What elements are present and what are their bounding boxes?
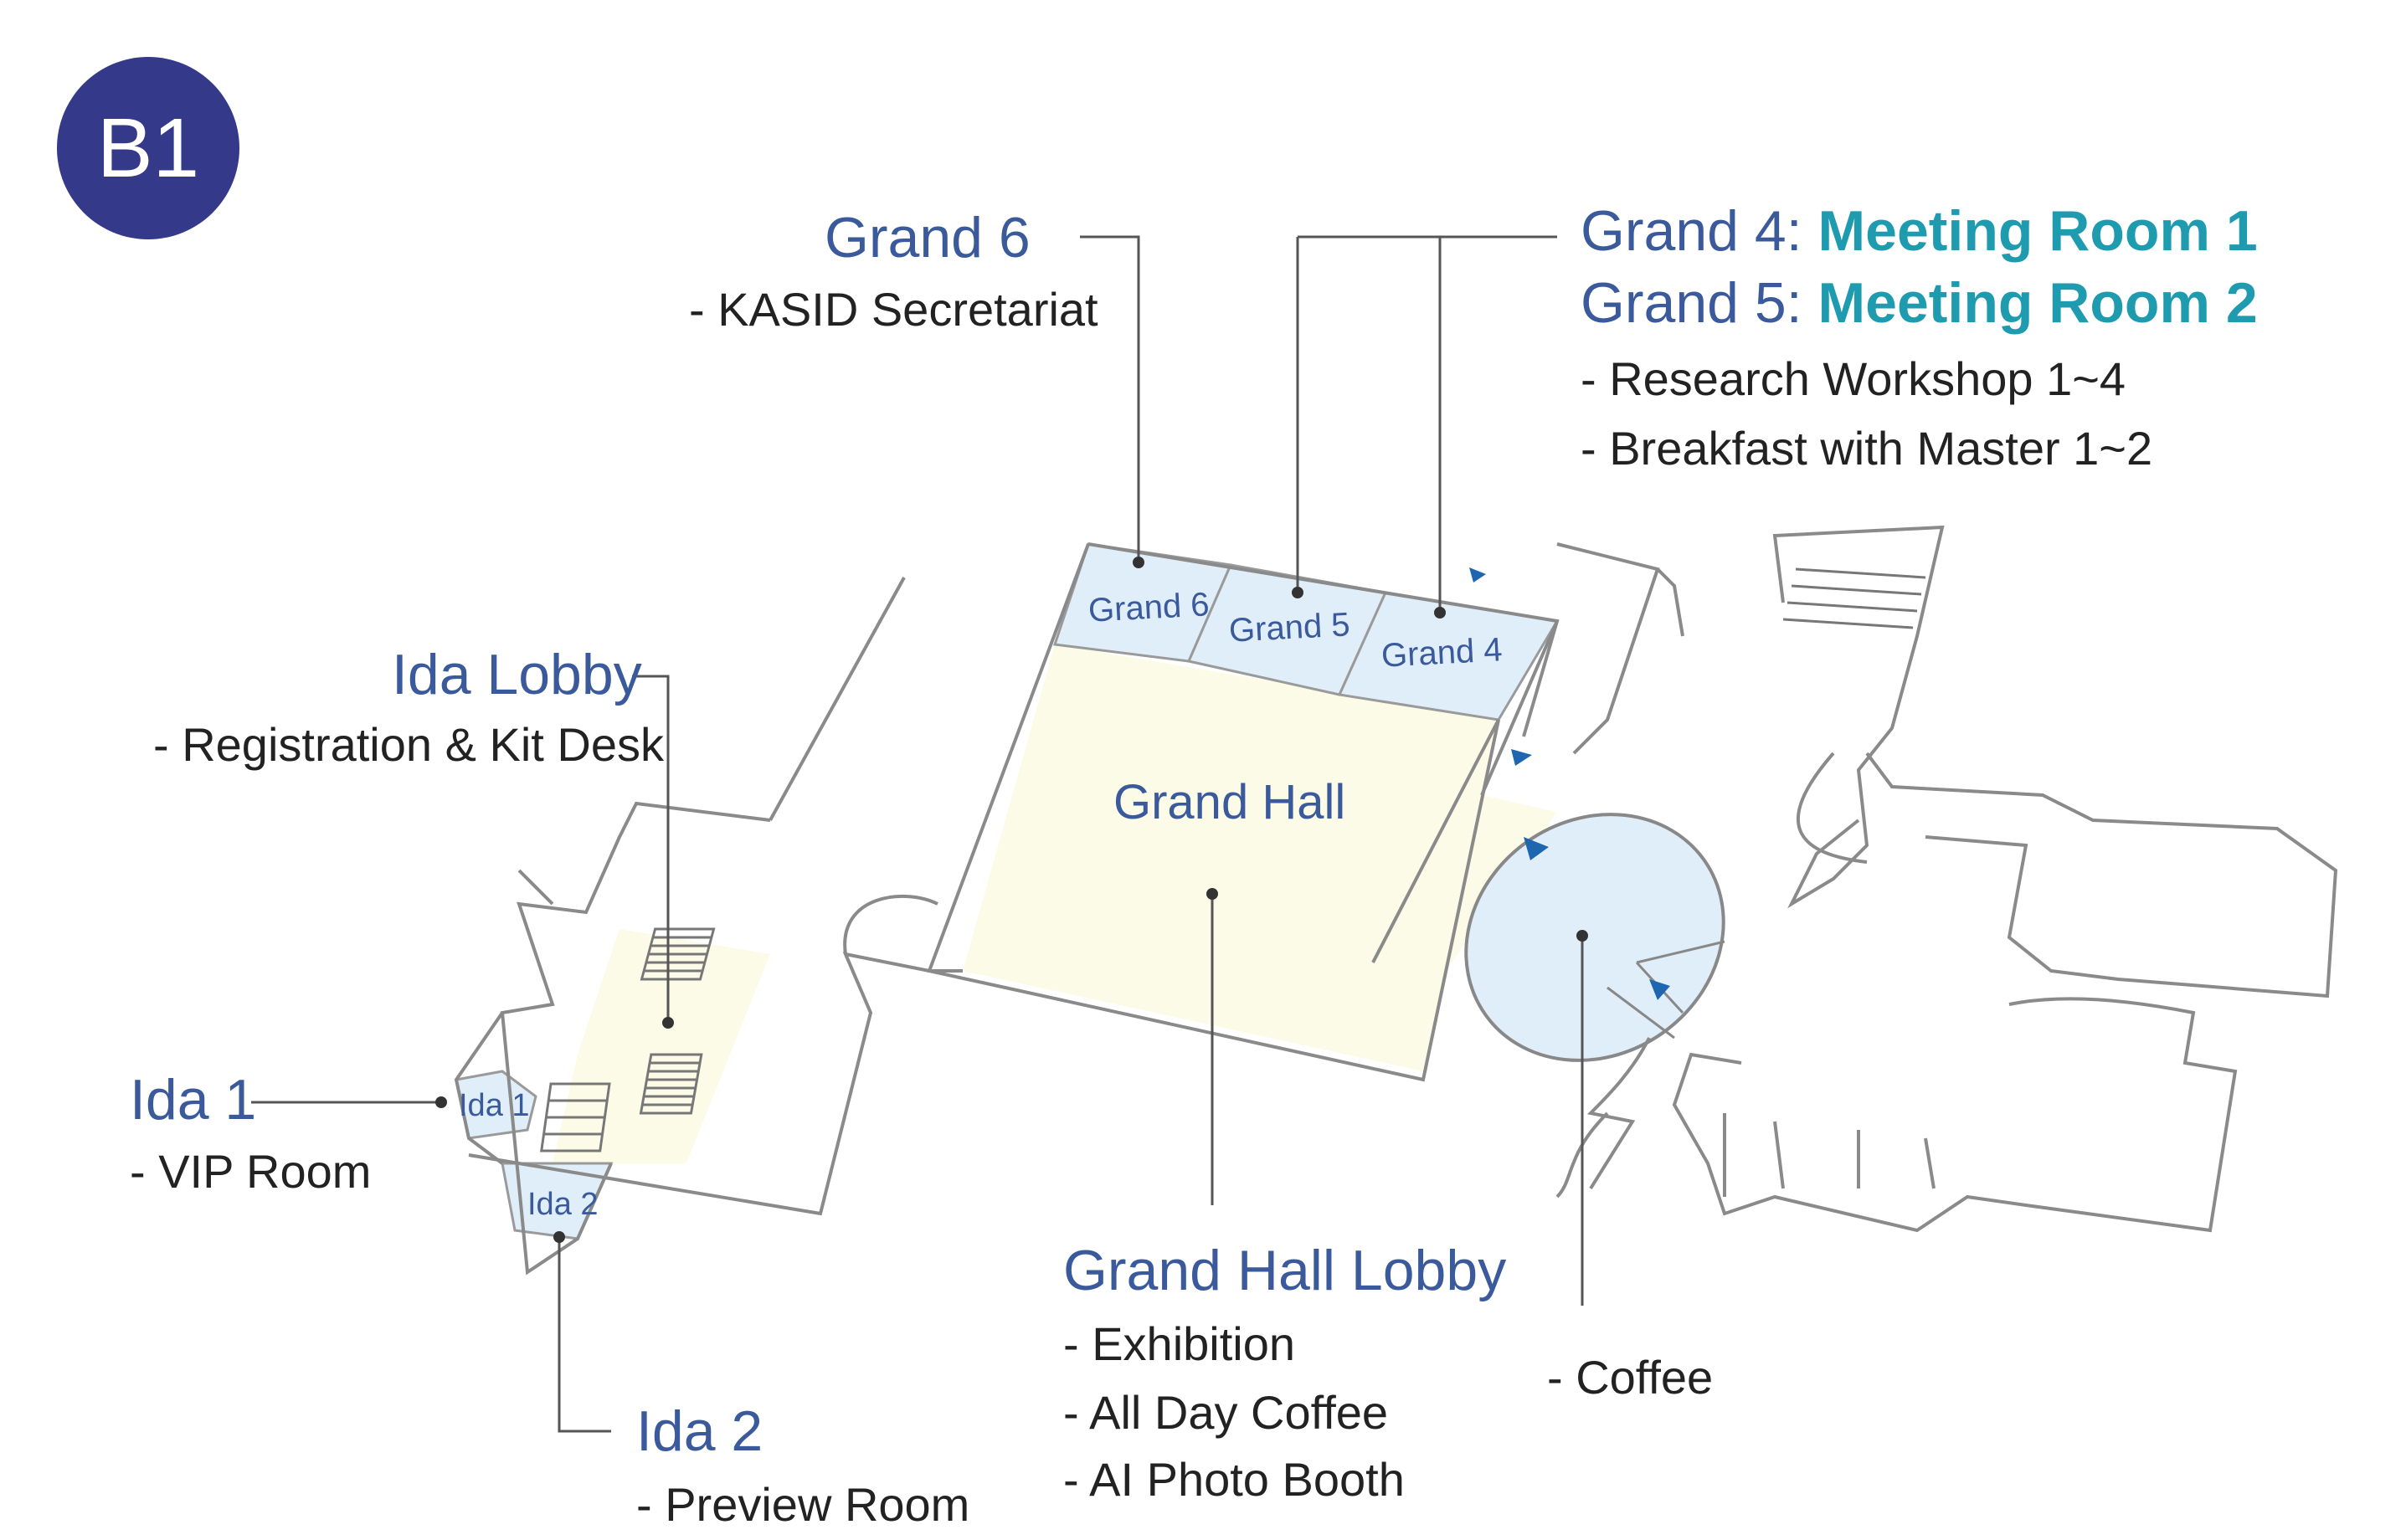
stairs (540, 567, 1926, 1152)
grand-4-prefix: Grand 4: (1581, 199, 1818, 263)
room-label-ida-1: Ida 1 (459, 1088, 530, 1123)
room-label-grand-4: Grand 4 (1380, 631, 1504, 675)
building-walls (454, 525, 2338, 1276)
ida-1-item: - VIP Room (130, 1145, 372, 1198)
room-label-ida-2: Ida 2 (527, 1187, 599, 1222)
direction-arrows (1469, 567, 1670, 1000)
room-label-grand-5: Grand 5 (1227, 606, 1351, 649)
grand-hall-lobby-item-2: - All Day Coffee (1063, 1386, 1389, 1439)
floor-badge: B1 (57, 57, 239, 239)
grand-hall-lobby-item-3: - AI Photo Booth (1063, 1453, 1405, 1506)
callout-lines (251, 235, 1584, 1433)
grand-6-title: Grand 6 (825, 206, 1031, 270)
room-label-grand-hall: Grand Hall (1113, 775, 1346, 829)
room-label-grand-6: Grand 6 (1087, 586, 1211, 629)
grand-4-line: Grand 4: Meeting Room 1 (1581, 203, 2258, 259)
ida-lobby-title: Ida Lobby (392, 643, 642, 706)
coffee-item: - Coffee (1547, 1351, 1714, 1404)
ida-2-title: Ida 2 (636, 1399, 763, 1463)
grand-5-prefix: Grand 5: (1581, 271, 1818, 335)
grand-5-line: Grand 5: Meeting Room 2 (1581, 275, 2258, 331)
grand-hall-lobby-area (963, 644, 1499, 1071)
ida-lobby-area (553, 929, 770, 1163)
grand-hall-lobby-title: Grand Hall Lobby (1063, 1239, 1507, 1302)
ida-lobby-item: - Registration & Kit Desk (153, 718, 664, 771)
meeting-room-1: Meeting Room 1 (1817, 199, 2258, 263)
ida-1-title: Ida 1 (130, 1068, 257, 1132)
callout-dots (435, 557, 1588, 1243)
grand-45-item-1: - Research Workshop 1~4 (1581, 352, 2126, 405)
grand-45-item-2: - Breakfast with Master 1~2 (1581, 422, 2153, 475)
grand-hall-lobby-item-1: - Exhibition (1063, 1317, 1296, 1370)
meeting-room-2: Meeting Room 2 (1817, 271, 2258, 335)
ida-2-item: - Preview Room (636, 1478, 970, 1531)
grand-6-item: - KASID Secretariat (689, 283, 1098, 336)
